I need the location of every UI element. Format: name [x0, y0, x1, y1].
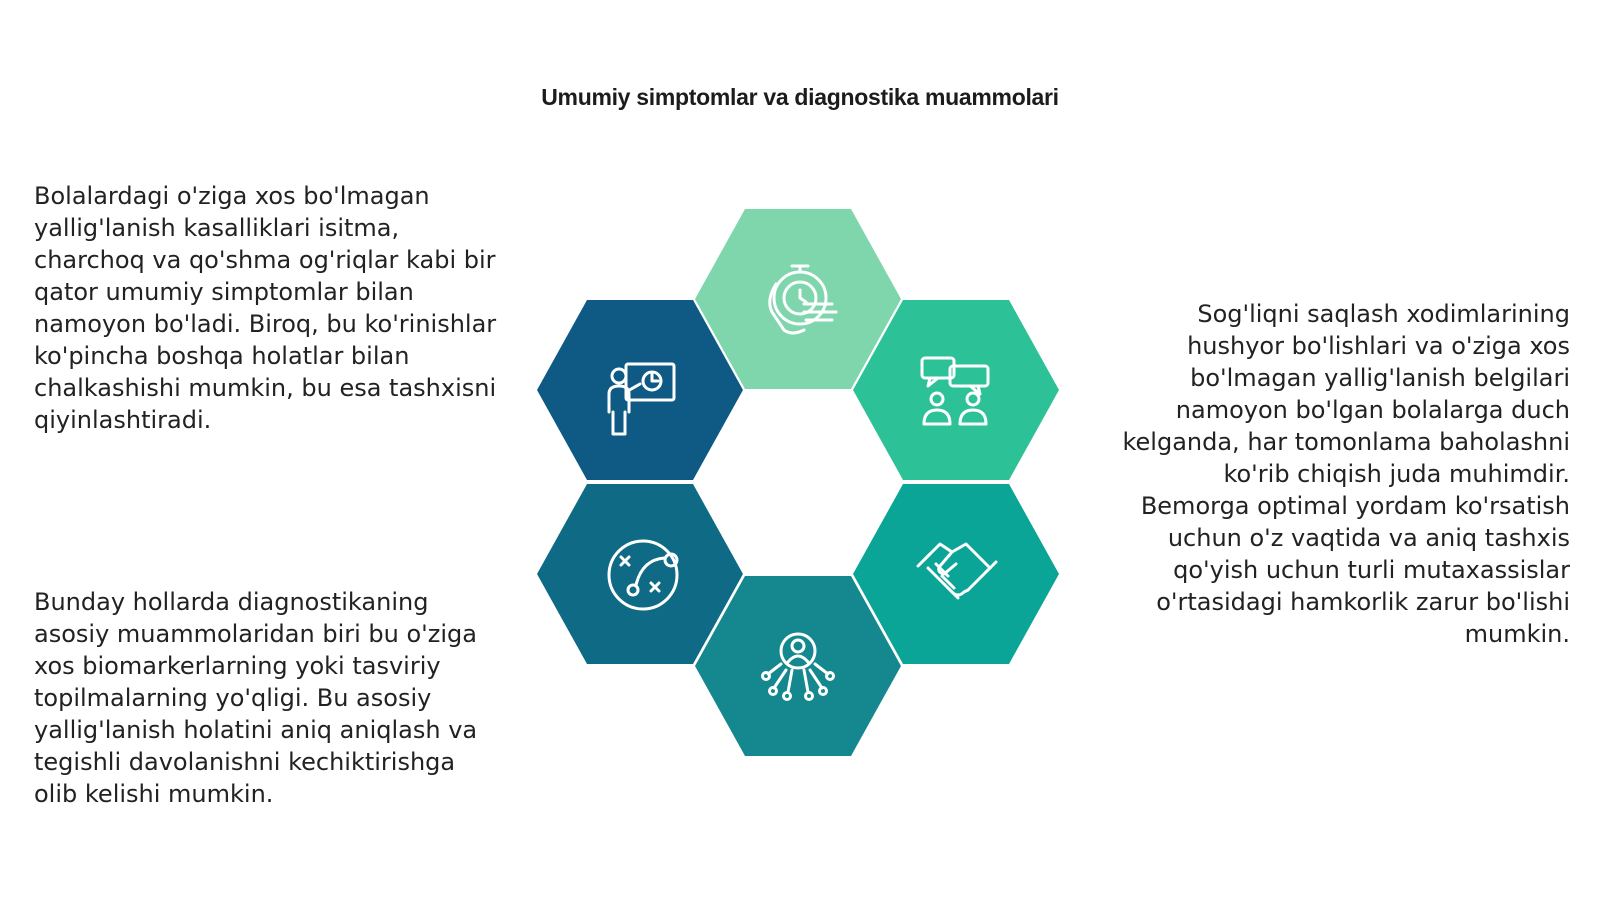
paragraph-right: Sog'liqni saqlash xodimlarining hushyor … — [1122, 300, 1570, 648]
hexagon-shape-presentation — [537, 300, 743, 480]
page-title: Umumiy simptomlar va diagnostika muammol… — [541, 84, 1059, 110]
user-network-icon — [761, 632, 835, 701]
handshake-icon — [916, 542, 998, 600]
presentation-icon — [607, 362, 676, 436]
strategy-icon — [607, 539, 679, 611]
hexagon-user-network — [695, 576, 901, 756]
hexagon-shape-user-network — [695, 576, 901, 756]
hexagon-shape-stopwatch — [695, 209, 901, 389]
hexagon-shape-handshake — [853, 484, 1059, 664]
paragraph-top-left: Bolalardagi o'ziga xos bo'lmagan yallig'… — [34, 182, 497, 434]
hexagon-strategy — [537, 484, 743, 664]
hexagon-handshake — [853, 484, 1059, 664]
hexagon-shape-team-discussion — [853, 300, 1059, 480]
hexagon-stopwatch — [695, 209, 901, 389]
hexagon-presentation — [537, 300, 743, 480]
paragraph-bottom-left: Bunday hollarda diagnostikaning asosiy m… — [34, 588, 478, 808]
hexagon-team-discussion — [853, 300, 1059, 480]
stopwatch-hand-icon — [768, 264, 838, 335]
team-discussion-icon — [920, 356, 990, 426]
